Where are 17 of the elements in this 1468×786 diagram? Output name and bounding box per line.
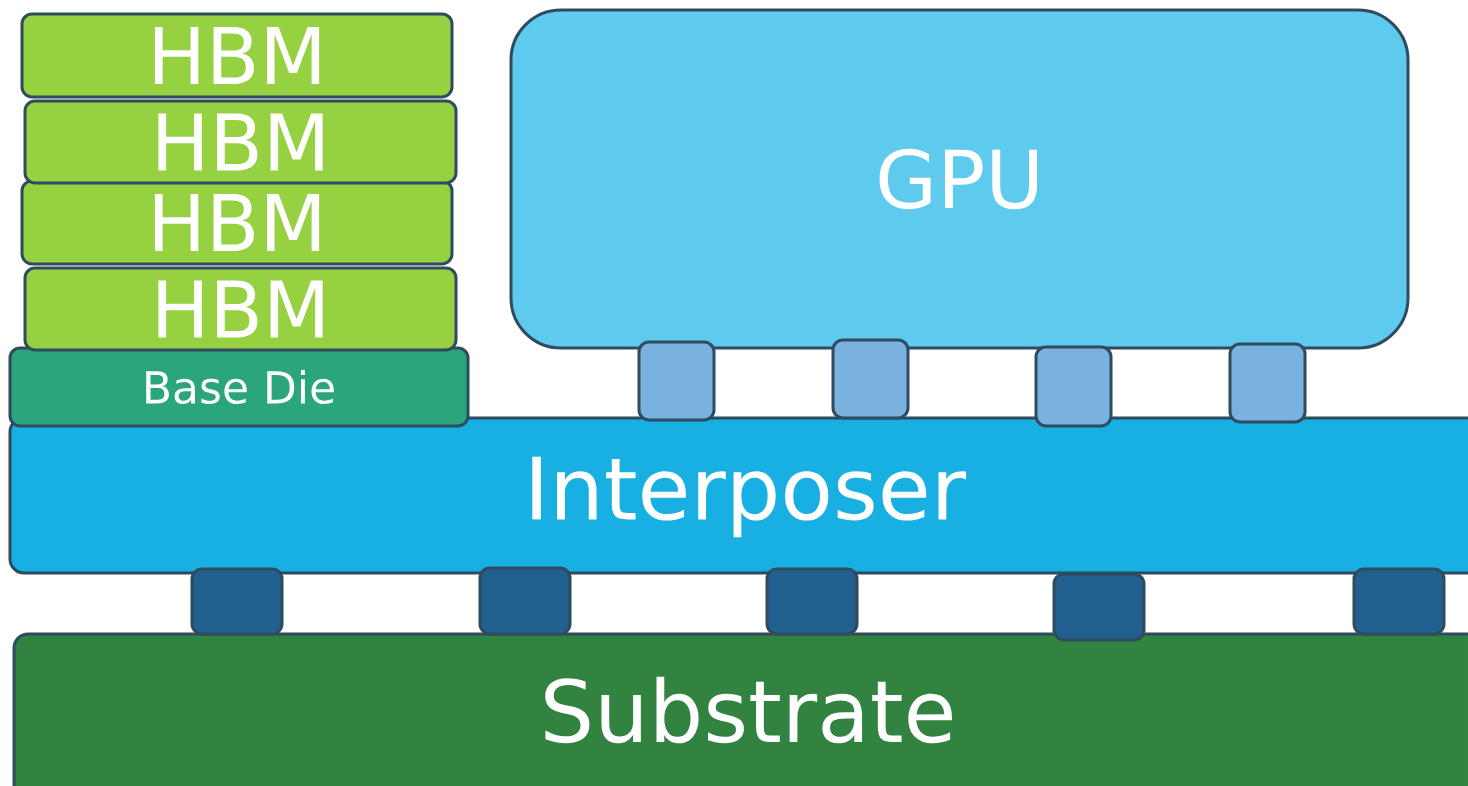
solder-bump [1352,567,1446,636]
base-die: Base Die [8,346,470,428]
micro-bump [831,338,910,420]
solder-bump [765,567,859,636]
memory-die: HBM [23,99,458,185]
micro-bump [637,340,716,422]
interposer: Interposer [8,416,1468,575]
solder-bump [190,567,284,636]
substrate: Substrate [12,632,1468,786]
solder-bump [478,566,572,636]
memory-die: HBM [23,266,458,352]
memory-die: HBM [20,179,454,266]
gpu-die: GPU [509,8,1410,350]
micro-bump [1034,345,1113,428]
solder-bump [1052,572,1146,642]
memory-die: HBM [20,12,454,99]
micro-bump [1228,342,1307,424]
